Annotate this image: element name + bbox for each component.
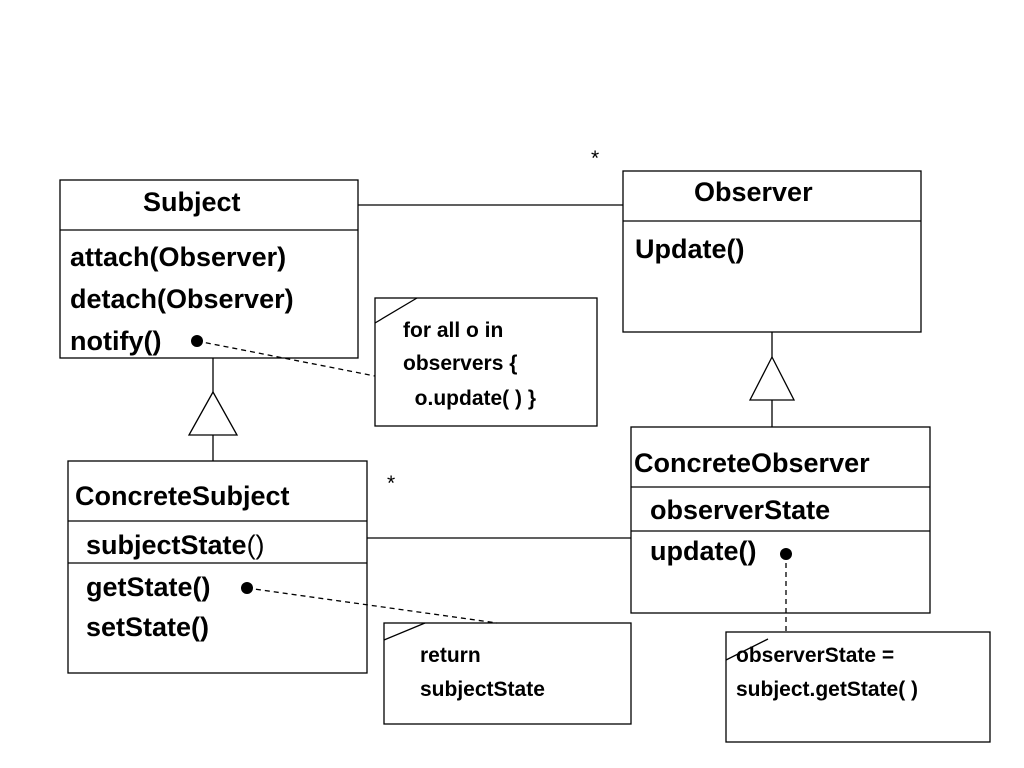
observer-operation-update: Update() bbox=[635, 234, 745, 264]
update-note-box bbox=[725, 631, 991, 743]
concrete-subject-operation-setstate: setState() bbox=[86, 612, 210, 642]
subject-state-name: subjectState bbox=[86, 530, 247, 560]
getstate-note-anchor bbox=[246, 587, 498, 624]
subject-operation-attach: attach(Observer) bbox=[70, 242, 287, 272]
observer-class-name: Observer bbox=[694, 177, 813, 207]
notify-note-box bbox=[374, 297, 598, 427]
notify-note-anchor bbox=[196, 340, 376, 377]
notify-anchor-dot bbox=[191, 335, 203, 347]
concrete-observer-class-box bbox=[630, 426, 931, 614]
update-note-line-1: observerState = bbox=[736, 644, 895, 667]
subject-state-suffix: () bbox=[246, 530, 265, 560]
getstate-note-box bbox=[383, 622, 632, 725]
subject-operation-notify: notify() bbox=[70, 326, 162, 356]
subject-observer-multiplicity: * bbox=[591, 147, 600, 170]
subject-operation-detach: detach(Observer) bbox=[70, 284, 294, 314]
notify-note-line-1: for all o in bbox=[403, 319, 504, 342]
concrete-observer-class-name: ConcreteObserver bbox=[634, 448, 870, 478]
subject-class-name: Subject bbox=[143, 187, 241, 217]
concrete-subject-attribute: subjectState() bbox=[86, 532, 265, 559]
notify-note-line-3: o.update( ) } bbox=[403, 387, 536, 410]
subject-generalization-arrow bbox=[187, 390, 239, 436]
subject-class-box bbox=[59, 179, 359, 359]
getstate-anchor-dot bbox=[241, 582, 253, 594]
notify-note-line-2: observers { bbox=[403, 352, 518, 375]
update-anchor-dot bbox=[780, 548, 792, 560]
concrete-subject-class-name: ConcreteSubject bbox=[75, 481, 290, 511]
concrete-subject-operation-getstate: getState() bbox=[86, 572, 211, 602]
concrete-observer-attribute: observerState bbox=[650, 495, 831, 525]
observer-generalization-arrow bbox=[748, 355, 796, 401]
getstate-note-line-1: return bbox=[420, 644, 481, 667]
update-note-line-2: subject.getState( ) bbox=[736, 678, 919, 701]
getstate-note-line-2: subjectState bbox=[420, 678, 545, 701]
concrete-subject-class-box bbox=[67, 460, 368, 674]
concrete-association-multiplicity: * bbox=[387, 472, 396, 495]
concrete-observer-operation-update: update() bbox=[650, 536, 757, 566]
